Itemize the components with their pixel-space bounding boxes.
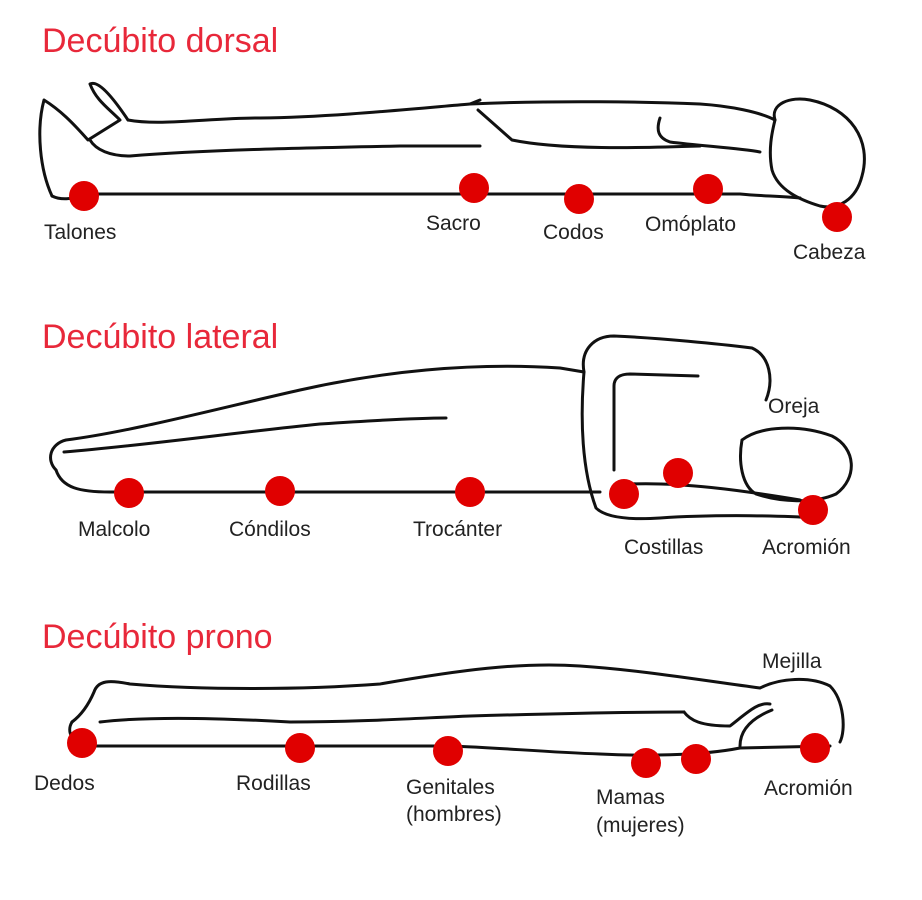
pressure-point-dot <box>455 477 485 507</box>
point-label: Omóplato <box>645 213 736 236</box>
pressure-point-dot <box>564 184 594 214</box>
pressure-point-dot <box>285 733 315 763</box>
pressure-point-dot <box>631 748 661 778</box>
point-label: Talones <box>44 221 116 244</box>
pressure-point-dot <box>693 174 723 204</box>
section-lateral: Decúbito lateral Oreja Malcolo Cóndilos … <box>42 318 853 559</box>
pressure-point-dot <box>663 458 693 488</box>
point-label: Acromión <box>762 536 851 559</box>
point-label: Cóndilos <box>229 518 311 541</box>
point-label-2: (mujeres) <box>596 814 685 837</box>
pressure-point-dot <box>800 733 830 763</box>
body-outline-lateral <box>49 334 853 521</box>
point-label: Rodillas <box>236 772 311 795</box>
pressure-point-dot <box>69 181 99 211</box>
point-label: Codos <box>543 221 604 244</box>
pressure-point-dot <box>798 495 828 525</box>
point-label-2: (hombres) <box>406 803 502 826</box>
pressure-point-dot <box>822 202 852 232</box>
point-label: Cabeza <box>793 241 866 264</box>
body-outline-dorsal <box>38 81 866 209</box>
point-label: Acromión <box>764 777 853 800</box>
extra-label: Oreja <box>768 395 820 418</box>
section-title-dorsal: Decúbito dorsal <box>42 22 278 60</box>
pressure-point-dot <box>609 479 639 509</box>
section-title-prono: Decúbito prono <box>42 618 273 656</box>
pressure-point-dot <box>681 744 711 774</box>
point-label: Dedos <box>34 772 95 795</box>
point-label: Sacro <box>426 212 481 235</box>
pressure-point-dot <box>114 478 144 508</box>
point-label: Trocánter <box>413 518 502 541</box>
pressure-point-dot <box>459 173 489 203</box>
section-dorsal: Decúbito dorsal Talones Sacro Codos Omóp… <box>38 22 866 264</box>
section-prono: Decúbito prono Mejilla Dedos Rodillas Ge… <box>34 618 853 837</box>
section-title-lateral: Decúbito lateral <box>42 318 278 356</box>
pressure-point-dot <box>433 736 463 766</box>
point-label: Mamas <box>596 786 665 809</box>
point-label: Malcolo <box>78 518 150 541</box>
extra-label: Mejilla <box>762 650 822 673</box>
point-label: Genitales <box>406 776 495 799</box>
pressure-point-dot <box>67 728 97 758</box>
point-label: Costillas <box>624 536 703 559</box>
pressure-point-dot <box>265 476 295 506</box>
